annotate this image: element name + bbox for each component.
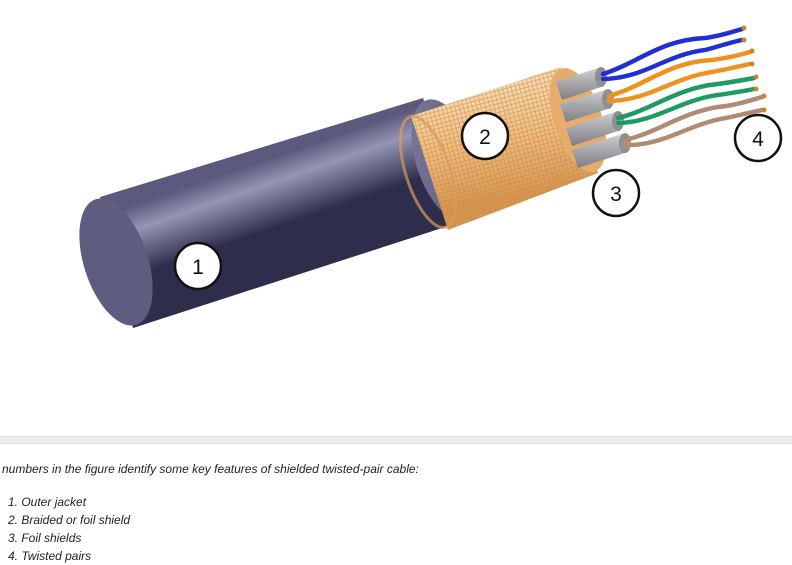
callout-1: 1	[173, 241, 223, 291]
braided-shield-start-ring	[398, 114, 458, 230]
legend-item-braided-shield: 2. Braided or foil shield	[8, 513, 131, 527]
callout-3: 3	[591, 168, 641, 218]
callout-4: 4	[733, 113, 783, 163]
legend-item-outer-jacket: 1. Outer jacket	[8, 495, 87, 509]
callout-1-label: 1	[192, 256, 204, 279]
twisted-pairs	[600, 25, 767, 148]
callout-2-label: 2	[479, 126, 491, 149]
shielded-twisted-pair-cable-diagram: 1 2 3 4	[79, 25, 783, 328]
figure-caption: e numbers in the figure identify some ke…	[0, 462, 419, 476]
callout-2: 2	[460, 111, 510, 161]
feature-legend: 1. Outer jacket 2. Braided or foil shiel…	[8, 493, 130, 565]
twisted-pair-green	[615, 74, 759, 126]
legend-item-foil-shields: 3. Foil shields	[8, 531, 82, 545]
outer-jacket-back-end	[79, 198, 153, 326]
legend-item-twisted-pairs: 4. Twisted pairs	[8, 549, 92, 563]
callout-3-label: 3	[610, 183, 622, 206]
callout-4-label: 4	[752, 128, 764, 151]
section-divider	[0, 436, 792, 444]
twisted-pair-brown	[622, 93, 767, 148]
twisted-pair-orange	[606, 48, 755, 104]
twisted-pair-blue	[600, 25, 747, 82]
